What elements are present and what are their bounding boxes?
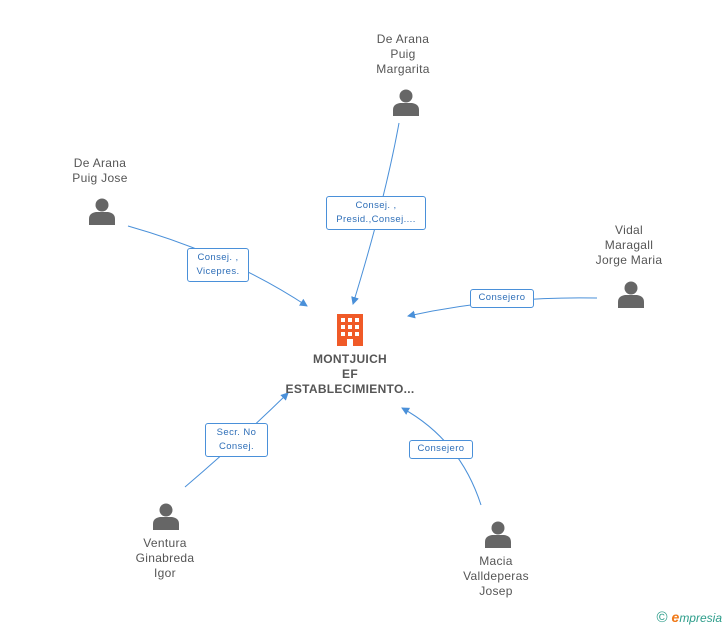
person-name-line: Puig Jose [72, 171, 128, 185]
role-badge-line: Consej. [218, 441, 254, 452]
role-badge-line: Vicepres. [196, 266, 240, 277]
person-name-line: Maragall [604, 238, 654, 252]
company-name-line: MONTJUICH [312, 352, 388, 366]
company-name-line: ESTABLECIMIENTO... [285, 382, 415, 396]
person-name-line: Vidal [615, 223, 643, 237]
role-badge-line: Consejero [478, 292, 526, 303]
person-de-arana-jose[interactable]: De Arana Puig Jose [50, 156, 150, 186]
person-name-line: Ginabreda [135, 551, 195, 565]
role-badge-jose[interactable]: Consej. , Vicepres. [187, 248, 249, 282]
brand-logo-e: e [671, 609, 680, 625]
person-name-line: Margarita [376, 62, 430, 76]
role-badge-margarita[interactable]: Consej. , Presid.,Consej.... [326, 196, 426, 230]
company-name[interactable]: MONTJUICH EF ESTABLECIMIENTO... [270, 352, 430, 397]
role-badge-ventura[interactable]: Secr. No Consej. [205, 423, 268, 457]
role-badge-line: Consej. , [355, 200, 397, 211]
person-icon[interactable] [484, 520, 512, 548]
person-name-line: Ventura [143, 536, 187, 550]
role-badge-line: Secr. No [216, 427, 257, 438]
person-icon[interactable] [152, 502, 180, 530]
person-name-line: De Arana [73, 156, 127, 170]
role-badge-line: Consejero [417, 443, 465, 454]
person-icon[interactable] [392, 88, 420, 116]
person-de-arana-margarita[interactable]: De Arana Puig Margarita [353, 32, 453, 77]
role-badge-line: Presid.,Consej.... [336, 214, 416, 225]
person-vidal-maragall[interactable]: Vidal Maragall Jorge Maria [579, 223, 679, 268]
person-icon[interactable] [88, 197, 116, 225]
person-ventura-ginabreda[interactable]: Ventura Ginabreda Igor [115, 536, 215, 581]
brand-logo-text: mpresia [679, 611, 722, 625]
company-name-line: EF [342, 367, 358, 381]
role-badge-vidal[interactable]: Consejero [470, 289, 534, 308]
role-badge-line: Consej. , [197, 252, 239, 263]
person-name-line: De Arana [376, 32, 430, 46]
person-icon[interactable] [617, 280, 645, 308]
person-name-line: Igor [154, 566, 176, 580]
building-icon[interactable] [336, 314, 364, 346]
copyright-icon: © [656, 609, 668, 626]
person-name-line: Macia [479, 554, 513, 568]
person-macia-valldeperas[interactable]: Macia Valldeperas Josep [446, 554, 546, 599]
brand-footer[interactable]: ©empresia [656, 609, 722, 626]
person-name-line: Puig [390, 47, 416, 61]
person-name-line: Valldeperas [463, 569, 529, 583]
person-name-line: Jorge Maria [595, 253, 663, 267]
role-badge-macia[interactable]: Consejero [409, 440, 473, 459]
person-name-line: Josep [479, 584, 513, 598]
